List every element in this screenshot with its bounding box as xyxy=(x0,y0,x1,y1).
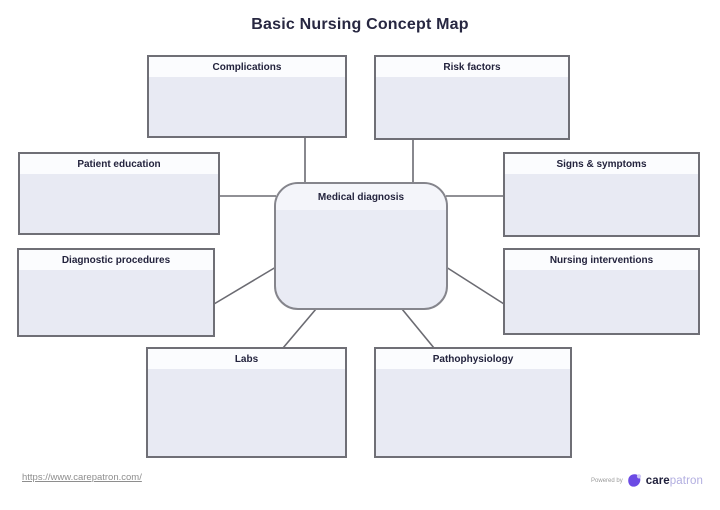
page-title: Basic Nursing Concept Map xyxy=(251,16,469,33)
wordmark-patron: patron xyxy=(669,474,703,487)
node-risk-factors-label: Risk factors xyxy=(376,57,568,77)
node-signs-symptoms: Signs & symptoms xyxy=(503,152,700,237)
node-pathophysiology: Pathophysiology xyxy=(374,347,572,458)
carepatron-url-link[interactable]: https://www.carepatron.com/ xyxy=(22,472,142,483)
node-nursing-interventions: Nursing interventions xyxy=(503,248,700,335)
node-pathophysiology-label: Pathophysiology xyxy=(376,349,570,369)
connector-diagnostic-procedures xyxy=(213,266,277,305)
carepatron-wordmark: carepatron xyxy=(646,475,703,487)
connector-nursing-interventions xyxy=(445,266,505,305)
node-diagnostic-procedures-label: Diagnostic procedures xyxy=(19,250,213,270)
node-risk-factors: Risk factors xyxy=(374,55,570,140)
node-patient-education: Patient education xyxy=(18,152,220,235)
node-patient-education-label: Patient education xyxy=(20,154,218,174)
connector-pathophysiology xyxy=(401,308,435,349)
powered-by-footer: Powered by carepatron xyxy=(591,473,703,488)
connector-labs xyxy=(282,308,317,349)
node-labs: Labs xyxy=(146,347,347,458)
node-complications-label: Complications xyxy=(149,57,345,77)
wordmark-care: care xyxy=(645,474,670,487)
node-diagnostic-procedures: Diagnostic procedures xyxy=(17,248,215,337)
powered-by-label: Powered by xyxy=(591,477,623,484)
node-complications: Complications xyxy=(147,55,347,138)
node-signs-symptoms-label: Signs & symptoms xyxy=(505,154,698,174)
node-labs-label: Labs xyxy=(148,349,345,369)
node-nursing-interventions-label: Nursing interventions xyxy=(505,250,698,270)
node-medical-diagnosis-label: Medical diagnosis xyxy=(276,184,446,210)
node-medical-diagnosis: Medical diagnosis xyxy=(274,182,448,310)
carepatron-logo-icon xyxy=(627,473,642,488)
